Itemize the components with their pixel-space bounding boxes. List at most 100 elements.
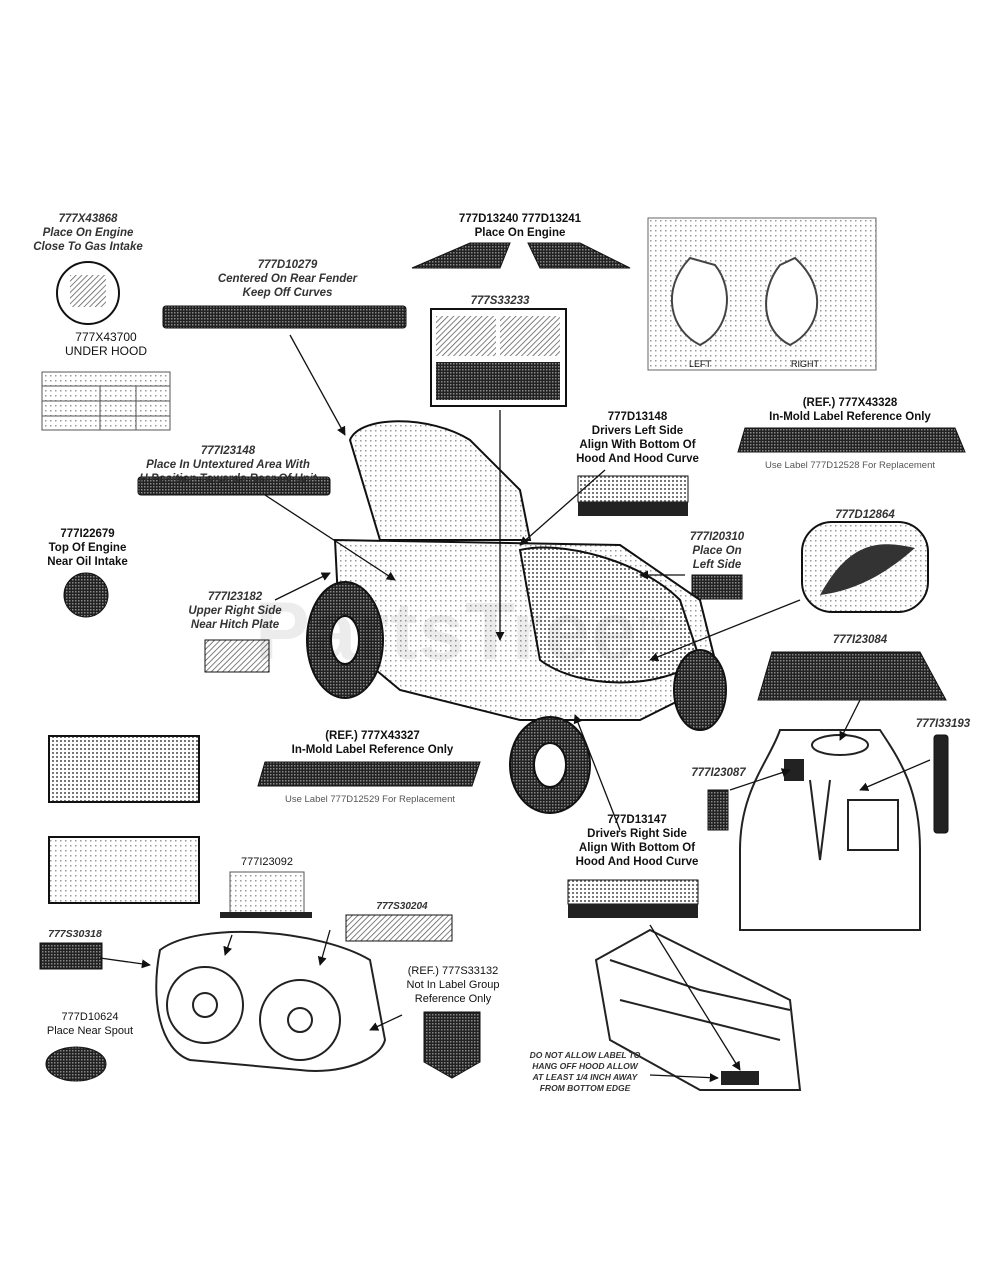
badge-decal bbox=[801, 521, 929, 613]
instruction: Drivers Left Side bbox=[591, 425, 684, 437]
belt-routing-decal bbox=[220, 871, 312, 918]
label-777i20310: 777I20310 Place On Left Side bbox=[672, 530, 762, 572]
part-number: 777D12864 bbox=[835, 509, 895, 521]
part-number: (REF.) 777X43328 bbox=[802, 397, 898, 409]
instruction: Hood And Hood Curve bbox=[575, 856, 699, 868]
note-line: DO NOT ALLOW LABEL TO bbox=[529, 1050, 641, 1060]
part-number: (REF.) 777X43327 bbox=[325, 730, 420, 742]
instruction: Near Oil Intake bbox=[47, 556, 128, 568]
label-777i23084: 777I23084 bbox=[815, 633, 905, 647]
label-777s33132: (REF.) 777S33132 Not In Label Group Refe… bbox=[388, 964, 518, 1006]
part-number: 777D13240 777D13241 bbox=[458, 213, 582, 225]
label-777x43700: 777X43700 UNDER HOOD bbox=[46, 330, 166, 358]
watermark-tm: TM bbox=[637, 614, 666, 635]
instruction: Centered On Rear Fender bbox=[217, 273, 358, 285]
watermark-text: PartsTree bbox=[255, 586, 638, 677]
safety-decal bbox=[430, 308, 567, 407]
rear-fender-decal bbox=[162, 305, 407, 329]
instruction: Place On Engine bbox=[474, 227, 566, 239]
ltx-logo-right bbox=[567, 879, 699, 918]
label-ear-left: LEFT bbox=[680, 357, 720, 371]
instruction: Upper Right Side bbox=[188, 605, 282, 617]
console-drawing bbox=[739, 729, 921, 931]
label-777s33233: 777S33233 bbox=[440, 294, 560, 308]
label-777d13240: 777D13240 777D13241 Place On Engine bbox=[440, 212, 600, 240]
oil-intake-decal bbox=[63, 572, 109, 618]
instruction: Place On bbox=[692, 545, 742, 557]
mower-deck-drawing bbox=[155, 930, 387, 1072]
instruction: In-Mold Label Reference Only bbox=[291, 744, 454, 756]
label-777i23087: 777I23087 bbox=[676, 766, 761, 780]
instruction: Keep Off Curves bbox=[242, 287, 333, 299]
label-777i23148: 777I23148 Place In Untextured Area With … bbox=[108, 444, 348, 486]
instruction: Left Side bbox=[692, 559, 742, 571]
hood-drawing bbox=[594, 928, 802, 1091]
replacement-note-left: Use Label 777D12528 For Replacement bbox=[732, 460, 968, 472]
replacement-note-right: Use Label 777D12529 For Replacement bbox=[250, 794, 490, 806]
label-777x43327: (REF.) 777X43327 In-Mold Label Reference… bbox=[280, 729, 465, 757]
instruction: Near Hitch Plate bbox=[190, 619, 280, 631]
part-number: 777I23087 bbox=[691, 767, 746, 779]
mower-deck-warning bbox=[345, 914, 453, 942]
in-mold-logo-right bbox=[257, 761, 481, 787]
note-text: Use Label 777D12529 For Replacement bbox=[284, 794, 456, 805]
blank-decal-panel bbox=[48, 836, 200, 904]
part-number: 777S30204 bbox=[376, 901, 428, 912]
note-text: Use Label 777D12528 For Replacement bbox=[764, 460, 936, 471]
part-number: 777D10624 bbox=[61, 1011, 119, 1023]
label-777d13147: 777D13147 Drivers Right Side Align With … bbox=[562, 813, 712, 869]
untextured-strip-decal bbox=[137, 476, 331, 496]
part-number: 777X43868 bbox=[58, 213, 118, 225]
label-777d10624: 777D10624 Place Near Spout bbox=[30, 1010, 150, 1038]
label-777s30318: 777S30318 bbox=[30, 927, 120, 941]
part-number: 777D13148 bbox=[607, 411, 668, 423]
watermark: PartsTreeTM bbox=[255, 585, 666, 679]
ltx-logo-left bbox=[577, 475, 689, 516]
label-777i23182: 777I23182 Upper Right Side Near Hitch Pl… bbox=[170, 590, 300, 632]
part-number: 777I23148 bbox=[200, 445, 256, 457]
instruction: Place Near Spout bbox=[46, 1025, 134, 1037]
engine-wing-decals bbox=[411, 242, 631, 269]
deck-side-decal bbox=[39, 942, 103, 970]
instruction: UNDER HOOD bbox=[64, 344, 147, 358]
dash-panel-decal bbox=[757, 651, 947, 701]
label-777i23092: 777I23092 bbox=[222, 855, 312, 869]
under-hood-chart bbox=[41, 371, 171, 431]
label-hood-note: DO NOT ALLOW LABEL TO HANG OFF HOOD ALLO… bbox=[510, 1050, 660, 1094]
part-number: 777I33193 bbox=[915, 718, 971, 730]
note-line: HANG OFF HOOD ALLOW bbox=[532, 1061, 638, 1071]
tractor-drawing bbox=[306, 420, 727, 814]
label-777i33193: 777I33193 bbox=[898, 717, 988, 731]
instruction: Place In Untextured Area With bbox=[146, 459, 310, 471]
note-line: AT LEAST 1/4 INCH AWAY bbox=[532, 1072, 638, 1082]
part-number: 777S33233 bbox=[470, 295, 530, 307]
part-number: 777D10279 bbox=[257, 259, 318, 271]
instruction: In-Mold Label Reference Only bbox=[769, 411, 931, 423]
vertical-control-strip bbox=[933, 734, 949, 834]
part-number: 777I20310 bbox=[689, 531, 745, 543]
reference-warning-decal bbox=[423, 1011, 481, 1079]
in-mold-logo-left bbox=[737, 427, 966, 453]
craftsman-series-decal bbox=[48, 735, 200, 803]
label-777i22679: 777I22679 Top Of Engine Near Oil Intake bbox=[30, 527, 145, 569]
instruction: Drivers Right Side bbox=[587, 828, 687, 840]
part-number: 777I23084 bbox=[832, 634, 888, 646]
part-number: (REF.) 777S33132 bbox=[407, 965, 499, 977]
label-777s30204: 777S30204 bbox=[352, 900, 452, 914]
part-number: 777I23092 bbox=[241, 856, 293, 868]
instruction: Top Of Engine bbox=[48, 542, 127, 554]
spout-decal bbox=[45, 1046, 107, 1082]
part-number: 777S30318 bbox=[48, 928, 102, 940]
instruction: Place On Engine bbox=[42, 227, 134, 239]
instruction: Align With Bottom Of bbox=[578, 842, 696, 854]
leader-lines bbox=[99, 334, 931, 1083]
label-777x43328: (REF.) 777X43328 In-Mold Label Reference… bbox=[760, 396, 940, 424]
instruction: Close To Gas Intake bbox=[33, 241, 143, 253]
instruction: Reference Only bbox=[414, 993, 492, 1005]
side-label-right: RIGHT bbox=[791, 359, 819, 369]
instruction: Hood And Hood Curve bbox=[576, 453, 699, 465]
label-777x43868: 777X43868 Place On Engine Close To Gas I… bbox=[28, 212, 148, 254]
part-number: 777I23182 bbox=[207, 591, 263, 603]
label-777d10279: 777D10279 Centered On Rear Fender Keep O… bbox=[180, 258, 395, 300]
